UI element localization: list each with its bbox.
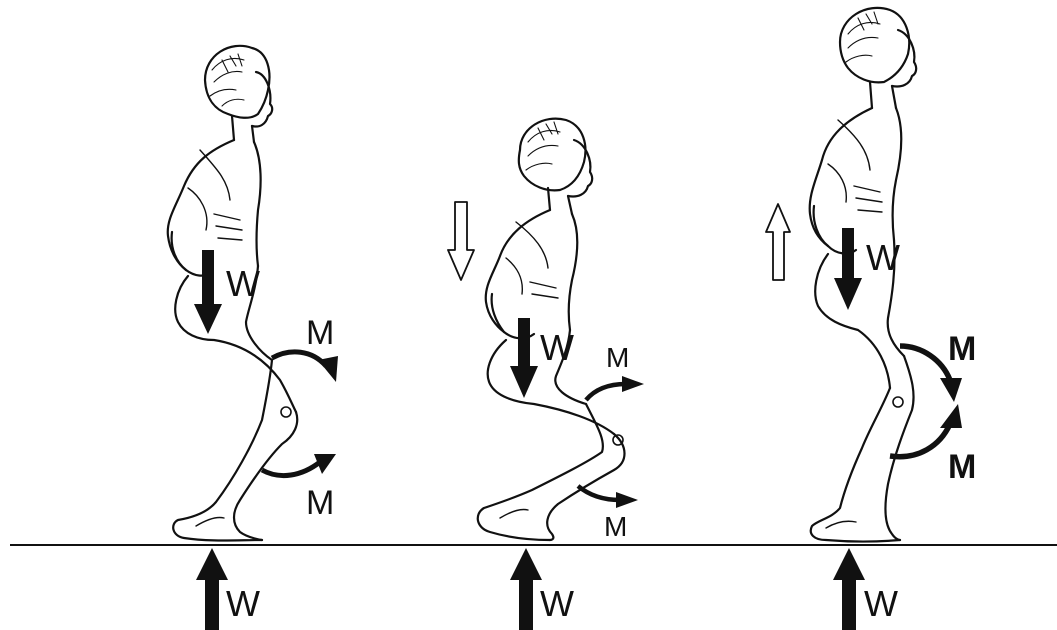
upper-moment-label-3: M (948, 330, 976, 368)
lower-moment-label-3: M (948, 448, 976, 486)
lower-moment-arrow-1 (262, 454, 336, 476)
weight-arrow-2 (510, 318, 538, 398)
panel-3: W M M W (766, 8, 976, 630)
ground-reaction-label-1: W (226, 583, 260, 624)
motion-arrow-up-icon (766, 204, 790, 280)
upper-moment-arrow-2 (586, 376, 644, 400)
lower-moment-label-2: M (604, 511, 627, 542)
figure-3-woman (810, 8, 916, 542)
lower-moment-arrow-2 (578, 486, 638, 508)
knee-joint-3 (893, 397, 903, 407)
panel-1: W M M W (168, 46, 338, 630)
ground-reaction-arrow-1 (196, 548, 228, 630)
lower-moment-label-1: M (306, 484, 334, 522)
weight-arrow-1 (194, 250, 222, 334)
ground-reaction-label-3: W (864, 583, 898, 624)
upper-moment-label-1: M (306, 314, 334, 352)
motion-arrow-down-icon (448, 202, 474, 280)
knee-joint-1 (281, 407, 291, 417)
ground-reaction-label-2: W (540, 583, 574, 624)
ground-reaction-arrow-3 (833, 548, 865, 630)
weight-arrow-3 (834, 228, 862, 310)
weight-label-2: W (540, 327, 574, 368)
weight-label-1: W (226, 263, 260, 304)
weight-label-3: W (866, 237, 900, 278)
upper-moment-label-2: M (606, 342, 629, 373)
upper-moment-arrow-1 (272, 352, 338, 382)
ground-reaction-arrow-2 (510, 548, 542, 630)
panel-2: W M M W (448, 119, 644, 630)
